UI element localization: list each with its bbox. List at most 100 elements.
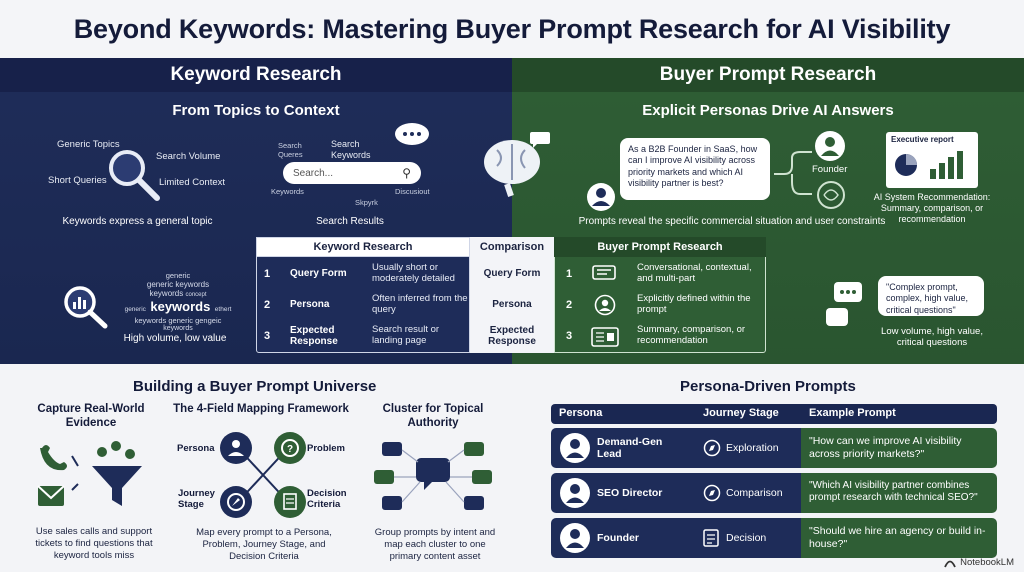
comparison-row: 1 Query Form Usually short or moderately… bbox=[256, 259, 768, 289]
row-number: 1 bbox=[263, 267, 271, 280]
cloud-word: generic keywords bbox=[146, 280, 210, 289]
ai-recommendation: AI System Recommendation: Summary, compa… bbox=[873, 192, 991, 224]
report-charts-icon bbox=[895, 151, 963, 179]
checklist-icon bbox=[703, 529, 719, 547]
comparison-row: 2 Persona Often inferred from the query … bbox=[256, 290, 768, 320]
search-word-2: Search Keywords bbox=[331, 139, 371, 160]
persona-name: Founder bbox=[597, 532, 639, 544]
search-caption: Search Results bbox=[316, 216, 384, 227]
compass-icon bbox=[703, 484, 721, 502]
cluster-title: Cluster for Topical Authority bbox=[382, 403, 484, 429]
persona-row-right bbox=[801, 473, 997, 513]
magnifier-icon bbox=[109, 150, 160, 201]
row-label: Expected Response bbox=[290, 324, 338, 348]
cloud-word: generic bbox=[168, 316, 193, 325]
persona-row-right bbox=[801, 428, 997, 468]
persona-prompt: "Should we hire an agency or build in-ho… bbox=[809, 525, 986, 550]
persona-table-header: Persona Journey Stage Example Prompt bbox=[551, 404, 997, 424]
mid-col-bg bbox=[470, 237, 554, 353]
founder-label: Founder bbox=[812, 164, 848, 175]
comparison-table: Keyword Research Comparison Buyer Prompt… bbox=[256, 237, 768, 353]
map-label-journey: Journey Stage bbox=[178, 488, 215, 510]
cloud-caption: High volume, low value bbox=[123, 333, 227, 344]
page-title: Beyond Keywords: Mastering Buyer Prompt … bbox=[73, 13, 951, 44]
cloud-word: ethert bbox=[214, 306, 232, 313]
evidence-title: Capture Real-World Evidence bbox=[37, 403, 145, 429]
persona-row: Founder Decision "Should we hire an agen… bbox=[551, 518, 997, 558]
bp-header: Buyer Prompt Research bbox=[554, 237, 766, 257]
persona-prompts-title: Persona-Driven Prompts bbox=[680, 378, 856, 395]
cloud-word-big: keywords bbox=[150, 299, 211, 314]
user-avatar-icon bbox=[587, 183, 615, 211]
notebooklm-logo-icon bbox=[944, 560, 956, 567]
cloud-word: generic bbox=[165, 271, 191, 280]
chat-icon bbox=[592, 265, 616, 280]
bp-value: Explicitly defined within the prompt bbox=[637, 293, 751, 315]
comparison-row: 3 Expected Response Search result or lan… bbox=[256, 321, 768, 351]
universe-title: Building a Buyer Prompt Universe bbox=[133, 378, 377, 395]
persona-stage: Comparison bbox=[726, 487, 783, 499]
row-number: 2 bbox=[263, 298, 271, 311]
persona-prompt: "Which AI visibility partner combines pr… bbox=[809, 480, 978, 503]
cluster-caption: Group prompts by intent and map each clu… bbox=[374, 527, 496, 562]
cloud-word: concept bbox=[185, 292, 207, 298]
mid-header: Comparison bbox=[479, 240, 545, 253]
cloud-word: keywords bbox=[134, 316, 167, 325]
cloud-word: generic bbox=[124, 306, 146, 313]
persona-row-left bbox=[551, 428, 801, 468]
cloud-word: keywords bbox=[149, 289, 184, 298]
persona-row-left bbox=[551, 518, 801, 558]
brain-icon bbox=[484, 140, 540, 197]
row-label: Query Form bbox=[290, 268, 347, 280]
search-input: Search... ⚲ bbox=[283, 162, 421, 184]
search-word-4: Skpyrk bbox=[355, 198, 378, 207]
map-label-problem: Problem bbox=[307, 443, 346, 454]
cluster-chat-icon bbox=[374, 442, 492, 510]
keyword-subheader: From Topics to Context bbox=[172, 102, 340, 119]
mid-value: Query Form bbox=[483, 268, 541, 280]
chat-cloud-icon bbox=[395, 123, 429, 145]
header-persona: Persona bbox=[559, 407, 603, 419]
ai-logo-icon bbox=[817, 181, 845, 209]
buyer-prompt-header: Buyer Prompt Research bbox=[512, 58, 1024, 92]
mapping-caption: Map every prompt to a Persona, Problem, … bbox=[196, 527, 332, 562]
kw-value: Search result or landing page bbox=[372, 324, 440, 346]
word-short-queries: Short Queries bbox=[48, 175, 107, 186]
summary-doc-icon bbox=[591, 327, 619, 347]
persona-icon bbox=[594, 294, 616, 316]
svg-text:?: ? bbox=[287, 444, 293, 455]
chat-bubble-icon bbox=[530, 132, 550, 148]
brand-name: NotebookLM bbox=[960, 557, 1014, 568]
chat-bubbles-icon bbox=[826, 282, 862, 326]
branch-connector bbox=[774, 151, 812, 195]
compass-icon bbox=[703, 439, 721, 457]
header-journey: Journey Stage bbox=[703, 407, 779, 419]
search-word-1: Search Queres bbox=[278, 141, 303, 159]
persona-avatar-icon bbox=[560, 523, 590, 553]
row-number: 3 bbox=[263, 329, 271, 342]
search-placeholder: Search... bbox=[293, 167, 334, 179]
complex-caption: Low volume, high value, critical questio… bbox=[881, 326, 983, 349]
executive-report: Executive report bbox=[886, 132, 978, 188]
search-word-5: Discusiout bbox=[395, 187, 430, 196]
buyer-subheader: Explicit Personas Drive AI Answers bbox=[642, 102, 894, 119]
row-number: 1 bbox=[565, 267, 573, 280]
persona-name: SEO Director bbox=[597, 487, 663, 499]
mid-value: Expected Response bbox=[488, 324, 536, 348]
persona-stage: Exploration bbox=[726, 442, 779, 454]
mid-value: Persona bbox=[492, 299, 532, 311]
cloud-word: keywords bbox=[163, 325, 193, 332]
evidence-caption: Use sales calls and support tickets to f… bbox=[35, 526, 153, 561]
prompt-caption: Prompts reveal the specific commercial s… bbox=[578, 216, 886, 227]
persona-prompt: "How can we improve AI visibility across… bbox=[809, 435, 962, 460]
keyword-research-header: Keyword Research bbox=[0, 58, 512, 92]
title-bar: Beyond Keywords: Mastering Buyer Prompt … bbox=[0, 0, 1024, 58]
search-word-3: Keywords bbox=[271, 187, 304, 196]
row-label: Persona bbox=[290, 299, 330, 311]
prompt-bubble: As a B2B Founder in SaaS, how can I impr… bbox=[620, 138, 770, 200]
keyword-caption: Keywords express a general topic bbox=[62, 216, 213, 227]
row-number: 2 bbox=[565, 298, 573, 311]
mapping-title: The 4-Field Mapping Framework bbox=[173, 403, 349, 415]
map-label-persona: Persona bbox=[177, 443, 215, 454]
persona-stage: Decision bbox=[726, 532, 767, 544]
